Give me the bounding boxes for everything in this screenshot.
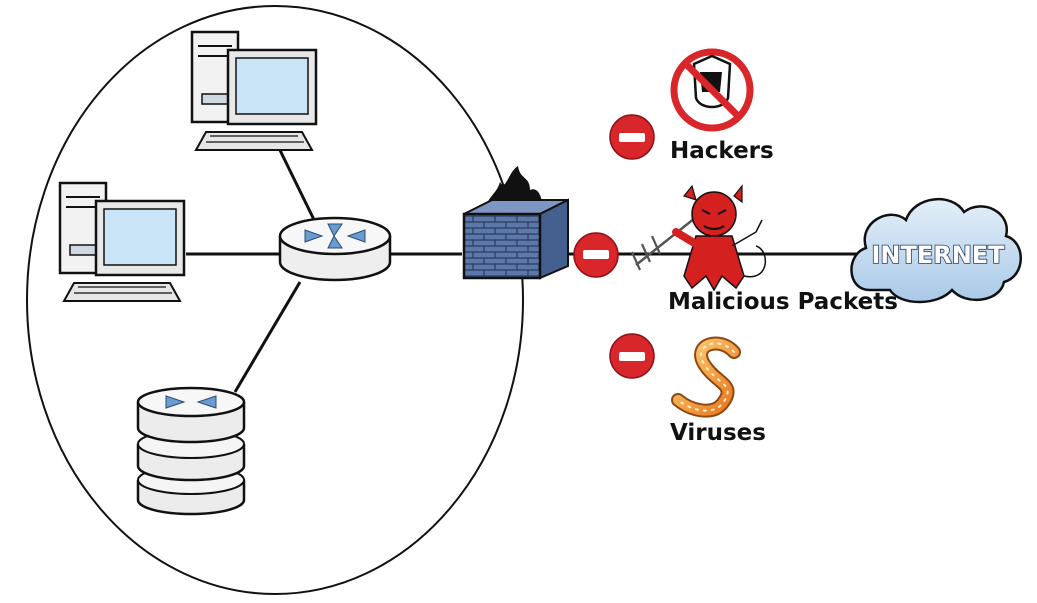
- devil-icon: [630, 184, 767, 292]
- desktop-computer-icon: [58, 181, 186, 302]
- lan-boundary: [26, 5, 524, 595]
- no-entry-icon: [609, 333, 655, 379]
- no-hacker-icon: [670, 48, 754, 132]
- viruses-label: Viruses: [670, 420, 766, 446]
- server-icon: [136, 386, 246, 516]
- no-entry-icon: [573, 232, 619, 278]
- malicious-packets-label: Malicious Packets: [668, 289, 898, 315]
- worm-icon: [671, 336, 741, 418]
- no-entry-icon: [609, 114, 655, 160]
- internet-label: INTERNET: [871, 241, 1005, 269]
- desktop-computer-icon: [190, 30, 318, 151]
- hackers-label: Hackers: [670, 138, 774, 164]
- router-icon: [278, 216, 392, 282]
- firewall-icon: [462, 166, 569, 280]
- cloud-icon: INTERNET: [850, 198, 1022, 304]
